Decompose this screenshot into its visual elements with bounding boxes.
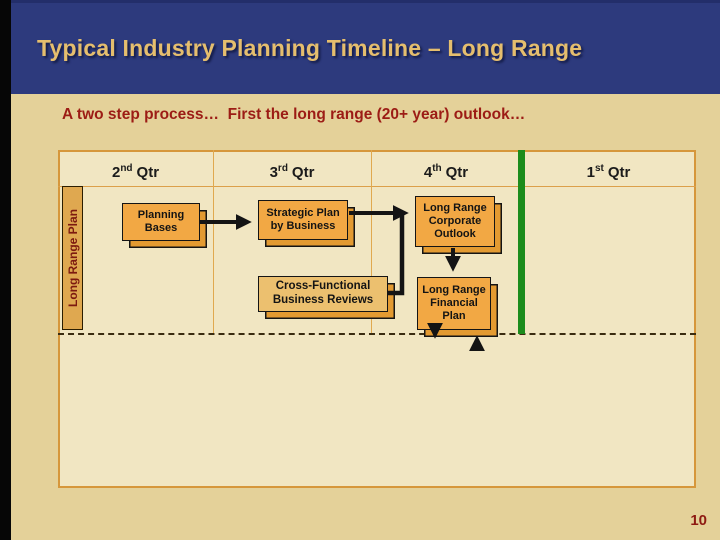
header-row-divider <box>58 186 696 187</box>
year-boundary-marker <box>518 150 525 334</box>
quarter-ordinal: th <box>432 163 442 174</box>
box-cross-functional-business-reviews: Cross-Functional Business Reviews <box>258 276 388 312</box>
quarter-word: Qtr <box>607 164 631 181</box>
quarter-ordinal: nd <box>120 163 133 174</box>
quarter-word: Qtr <box>136 164 160 181</box>
quarter-word: Qtr <box>291 164 315 181</box>
quarter-ordinal: rd <box>277 163 288 174</box>
box-long-range-financial-plan: Long Range Financial Plan <box>417 277 491 330</box>
quarter-number: 1 <box>586 164 595 181</box>
quarter-word: Qtr <box>445 164 469 181</box>
subtitle-text: A two step process… First the long range… <box>62 106 526 123</box>
title-bar: Typical Industry Planning Timeline – Lon… <box>11 0 720 94</box>
quarter-ordinal: st <box>594 163 604 174</box>
quarter-number: 3 <box>269 164 278 181</box>
quarter-number: 2 <box>111 164 121 181</box>
row-label-text: Long Range Plan <box>65 208 80 308</box>
column-divider-1 <box>213 150 214 335</box>
left-edge-strip <box>0 0 11 540</box>
page-number: 10 <box>690 512 707 529</box>
quarter-number: 4 <box>423 164 433 181</box>
row-divider-dashed <box>58 333 696 335</box>
box-strategic-plan-by-business: Strategic Plan by Business <box>258 200 348 240</box>
row-label-long-range-plan: Long Range Plan <box>62 186 83 330</box>
column-divider-2 <box>371 150 372 335</box>
box-planning-bases: Planning Bases <box>122 203 200 241</box>
timeline-table <box>58 150 696 488</box>
box-long-range-corporate-outlook: Long Range Corporate Outlook <box>415 196 495 247</box>
slide-title: Typical Industry Planning Timeline – Lon… <box>37 35 583 61</box>
